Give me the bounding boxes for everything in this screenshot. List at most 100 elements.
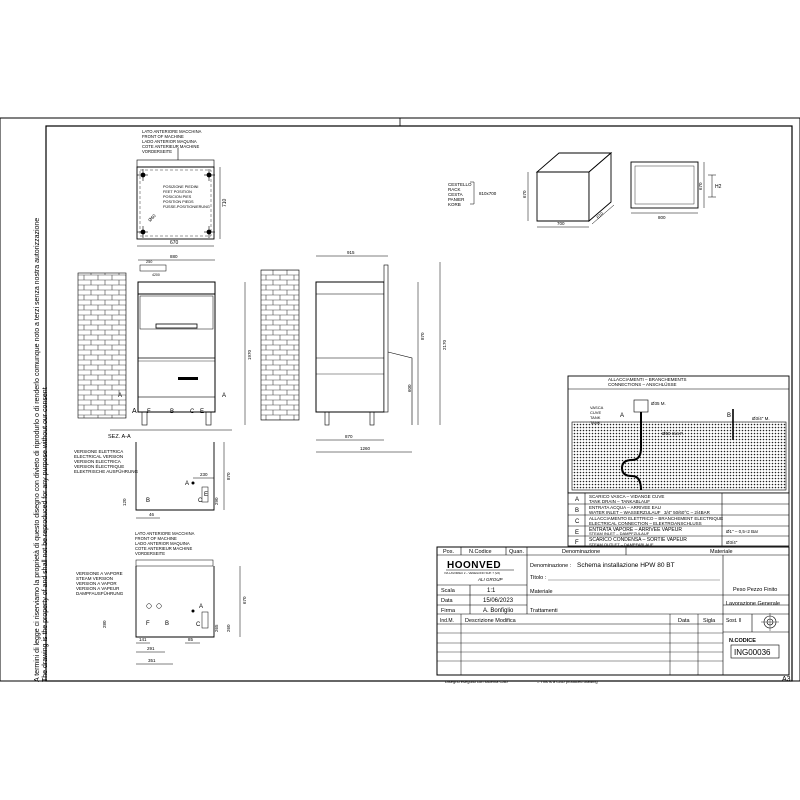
elev-marker-a2: A [118,393,122,399]
descr-mod-label: Descrizione Modifica [465,618,517,624]
titolo-label: Titolo : [530,575,547,581]
elev-marker-c: C [190,409,195,415]
front-header-3: LADO ANTERIOR MAQUINA [142,139,197,144]
elev-marker-b: B [170,409,174,415]
brand-address: VIA LAVORIEU 2 – VENEGONO SUP. 7 (VA) [444,571,500,575]
conn-note-b: Ø3/4" M. [752,416,770,421]
steam-label-1: VERSIONE A VAPORE [76,571,123,576]
feet-label-4: POSITION PIEDS [163,200,194,204]
steam-label-5: DAMPFAUSFÜHRUNG [76,590,124,596]
electric-dim-e: 290 [214,497,219,505]
section-label: SEZ. A-A [108,434,131,440]
side-elevation: 915 870 2170 600 870 1260 [260,250,447,453]
elev-dim-height: 1970 [247,349,252,360]
rack-plan-h: 670 [698,182,703,190]
steam-header-1: LATO ANTERIORE MACCHINA [135,531,195,536]
side-dim-top: 915 [347,250,355,255]
steam-header-4: COTE ANTERIEUR MACHINE [135,546,192,551]
rack-h2: H2 [715,184,722,190]
front-header-4: COTE ANTERIEUR MACHINE [142,144,199,149]
steam-header-2: FRONT OF MACHINE [135,536,177,541]
conn-row-line2: TANK DRAIN – TANKABLAUF [589,499,650,504]
conn-row-letter: E [575,530,579,536]
steam-dim-8: 280 [102,620,107,628]
rack-drawing: CESTELLO RACK CESTA PANIER KORB 810x700 … [448,152,722,228]
conn-row-line1: ENTRATA ACQUA – ARRIVEE EAU [589,505,661,510]
side-dim-mid: 600 [407,384,412,392]
rack-label-2: RACK [448,187,461,192]
electric-dim-b: 120 [122,498,127,506]
connections-subtitle: CONNECTIONS – ANSCHLÜSSE [608,381,677,387]
side-dim-d: 870 [345,434,353,439]
denom-value: Schema installazione HPW 80 BT [577,562,675,569]
cad-note-it: Disegno eseguito con sistema CAD [445,679,508,684]
rack-dim-d: 610 [595,211,604,220]
projection-symbol-icon [761,613,779,631]
steam-dim-7: 670 [242,596,247,604]
tank-label-3: TANK [590,415,601,420]
lavorazione-label: Lavorazione Generale [726,601,780,607]
conn-row-line1: SCARICO VASCA – VIDANGE CUVE [589,494,664,499]
steam-version-detail: LATO ANTERIORE MACCHINA FRONT OF MACHINE… [76,531,247,665]
firma-label: Firma [441,608,456,614]
conn-row-value: 3/4" 50/60°C – 2/4BAR [664,510,711,515]
steam-dim-3: 351 [148,658,156,663]
electric-dim-d: 870 [226,472,231,480]
elev-dim-inner: 250 [146,260,152,264]
connections-title: ALLACCIAMENTI – BRANCHEMENTS [608,377,687,382]
trattamenti-label: Trattamenti [530,608,558,614]
front-elevation: 880 250 4200 A B F C E A A 1970 SEZ. A-A [77,254,252,440]
brand-group: ALI GROUP [477,577,503,582]
conn-row-line2: STEAM INLET – DAMPFZULAUF [589,531,650,536]
front-plan-view: LATO ANTERIORE MACCHINA FRONT OF MACHINE… [136,129,228,247]
rack-label-4: PANIER [448,197,465,202]
sost-label: Sost. Il [726,618,741,624]
elev-dim-inner2: 4200 [152,273,160,277]
ncodice-label: N.CODICE [729,638,756,644]
conn-row-line2: ELECTRICAL CONNECTION – ELEKTROANSCHLUSS [589,521,702,526]
electric-marker-e: E [204,492,208,498]
conn-note-min: Ø50 min F. [662,431,684,436]
electric-label-4: VERSION ÉLECTRIQUE [74,463,124,469]
feet-label-3: POSICION PIES [163,195,192,199]
sheet-format: A3 [782,676,791,683]
steam-label-2: STEAM VERSION [76,576,113,581]
front-dim-diag: Ø60 [147,213,157,223]
steam-dim-6: 265 [214,624,219,632]
conn-row-letter: F [575,540,579,546]
tank-label-4: TANK [590,420,601,425]
electric-marker-a: A [185,481,189,487]
steam-marker-a: A [199,604,203,610]
title-block: Pos. N.Codice Quan. Denominazione Materi… [436,546,790,676]
conn-row-value: Ø3/4" [726,540,738,545]
conn-row-line2: STEAM OUTLET – DAMPFABLAUF [589,542,654,547]
side-dim-total: 1260 [360,446,371,451]
conn-note-a: Ø35 M. [651,401,666,406]
steam-marker-c: C [196,622,201,628]
connections-panel: ALLACCIAMENTI – BRANCHEMENTS CONNECTIONS… [567,375,790,547]
conn-row-letter: B [575,508,579,514]
ncodice-value: ING00036 [734,648,771,657]
conn-row-letter: A [575,497,579,503]
elev-marker-a1: A [132,408,137,415]
col-denom: Denominazione [562,549,600,555]
electric-marker-b: B [146,498,150,504]
peso-label: Peso Pezzo Finito [733,587,777,593]
electric-marker-c: C [198,498,203,504]
scala-value: 1:1 [487,588,496,594]
rack-size: 810x700 [479,191,497,196]
front-header-1: LATO ANTERIORE MACCHINA [142,129,202,134]
rack-plan-w: 800 [658,215,666,220]
tank-label-1: VASCA [590,405,604,410]
electric-dim-c: 46 [149,512,155,517]
elev-marker-e: E [200,409,204,415]
steam-dim-1: 141 [139,637,147,642]
steam-marker-b: B [165,621,169,627]
conn-marker-a: A [620,413,624,419]
conn-row-line1: ALLACCIAMENTO ELETTRICO – BRANCHEMENT EL… [589,516,723,521]
electric-label-2: ELECTRICAL VERSION [74,454,123,459]
electric-label-5: ELEKTRISCHE AUSFÜHRUNG [74,468,139,474]
steam-marker-f: F [146,621,150,627]
steam-dim-4: 85 [188,637,194,642]
steam-dim-5: 260 [226,624,231,632]
